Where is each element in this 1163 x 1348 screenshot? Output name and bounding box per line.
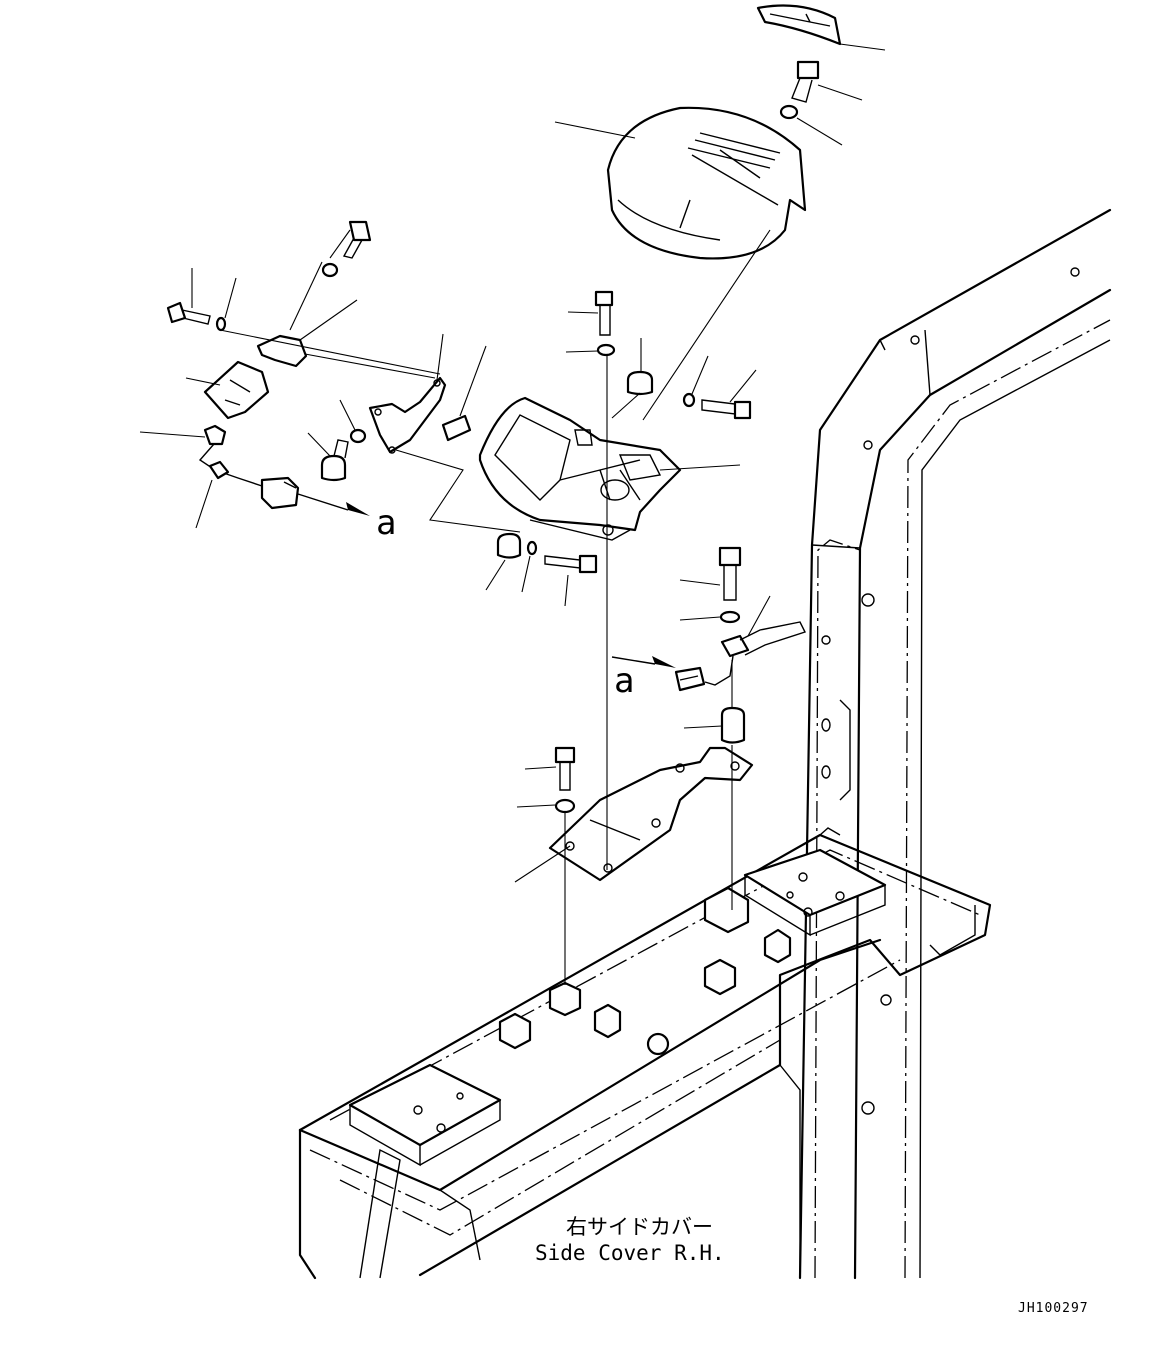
drawing-id: JH100297 bbox=[1018, 1301, 1089, 1316]
side-cover-jp-label: 右サイドカバー bbox=[566, 1215, 713, 1239]
left-switch-assembly bbox=[166, 220, 472, 510]
connector-mark-a-right: a bbox=[614, 661, 634, 701]
mounting-block bbox=[498, 886, 792, 1056]
fasteners-center bbox=[496, 290, 752, 814]
mounting-plate bbox=[548, 746, 754, 882]
connector-mark-a-left: a bbox=[376, 503, 396, 543]
leader-lines bbox=[139, 43, 886, 985]
side-cover-en-label: Side Cover R.H. bbox=[535, 1241, 725, 1265]
work-lamp-assembly bbox=[606, 4, 842, 260]
harness-connector-right bbox=[674, 621, 806, 692]
cab-frame bbox=[798, 208, 1112, 1280]
lamp-bracket bbox=[478, 396, 682, 541]
base-frame bbox=[298, 827, 992, 1280]
